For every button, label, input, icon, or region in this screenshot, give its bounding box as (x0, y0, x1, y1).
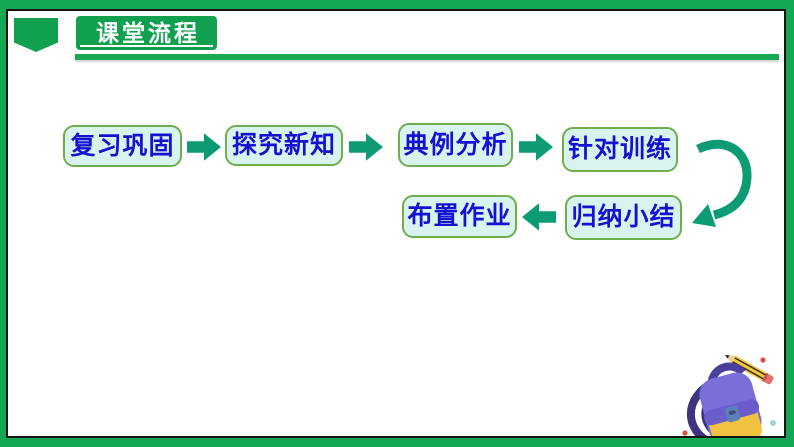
flow-step-summary: 归纳小结 (565, 195, 682, 240)
flow-step-homework: 布置作业 (402, 195, 517, 238)
backpack-illustration (682, 355, 776, 436)
red-dot-icon (682, 430, 688, 436)
right-arrow-icon (519, 133, 553, 161)
curved-arrow-icon (692, 139, 752, 227)
flow-step-label: 布置作业 (407, 202, 512, 230)
slide-frame: 课堂流程 复习巩固 探究新知 典例分析 针对训练 归纳小结 布置作业 (6, 9, 786, 438)
blue-dot-icon (770, 420, 776, 426)
flow-step-label: 归纳小结 (571, 203, 676, 231)
pencil-icon (725, 355, 774, 385)
header-ribbon-icon (14, 18, 58, 52)
left-arrow-icon (522, 203, 556, 231)
title-underline (80, 45, 213, 47)
page-title: 课堂流程 (76, 16, 217, 50)
page-title-label: 课堂流程 (96, 19, 200, 46)
flow-step-training: 针对训练 (562, 127, 678, 172)
flow-step-review: 复习巩固 (63, 125, 182, 167)
flow-step-explore: 探究新知 (225, 125, 343, 166)
backpack-clasp-button (728, 410, 736, 415)
header-rule (75, 54, 779, 60)
flow-step-examples: 典例分析 (398, 123, 513, 167)
red-dot-icon (760, 357, 766, 363)
backpack-icon (686, 362, 762, 436)
flow-step-label: 复习巩固 (70, 131, 175, 160)
backpack-handle (707, 362, 746, 383)
flow-step-label: 探究新知 (231, 131, 336, 159)
right-arrow-icon (187, 133, 221, 161)
right-arrow-icon (349, 133, 383, 161)
flow-step-label: 典例分析 (403, 130, 508, 159)
flow-step-label: 针对训练 (567, 135, 672, 163)
